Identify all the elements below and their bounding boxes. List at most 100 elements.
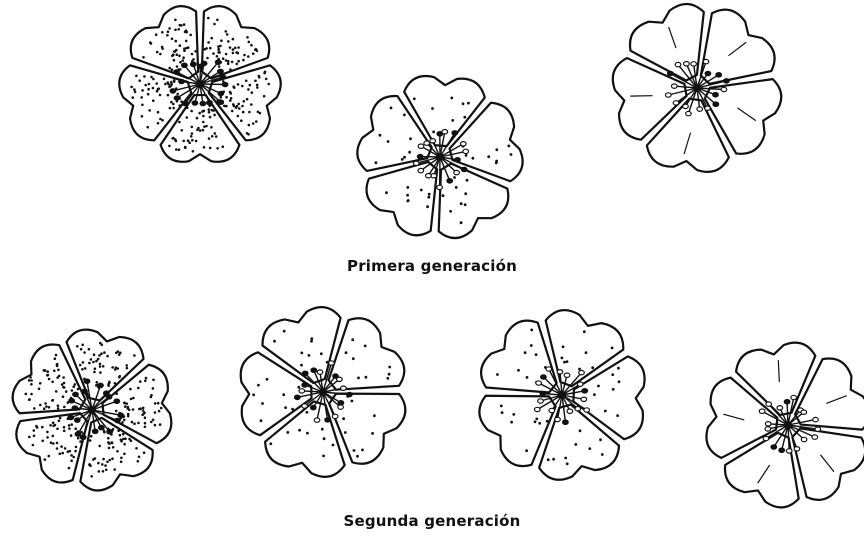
caption-second-generation: Segunda generación	[0, 512, 864, 530]
stipple-dot	[487, 155, 490, 158]
stipple-dot	[46, 431, 49, 434]
stipple-dot	[187, 139, 190, 142]
stipple-dot	[117, 429, 120, 432]
anther	[442, 130, 448, 134]
stipple-dot	[152, 99, 155, 102]
stipple-dot	[190, 110, 193, 113]
stipple-dot	[460, 221, 463, 224]
stipple-dot	[123, 419, 126, 422]
stipple-dot	[379, 134, 382, 137]
stipple-dot	[214, 132, 217, 135]
stipple-dot	[159, 423, 162, 426]
stipple-dot	[249, 84, 252, 87]
stipple-dot	[408, 151, 411, 154]
anther	[668, 71, 674, 75]
stipple-dot	[218, 65, 221, 68]
stipple-dot	[172, 103, 175, 106]
stipple-dot	[310, 337, 313, 340]
stipple-dot	[33, 429, 36, 432]
stipple-dot	[364, 345, 367, 348]
stipple-dot	[611, 373, 614, 376]
stipple-dot	[530, 344, 533, 347]
stipple-dot	[159, 53, 162, 56]
anther	[192, 101, 198, 105]
stipple-dot	[386, 377, 389, 380]
stipple-dot	[119, 352, 122, 355]
stipple-dot	[64, 447, 67, 450]
anther	[777, 406, 783, 410]
stipple-dot	[209, 116, 212, 119]
stipple-dot	[552, 458, 555, 461]
anther	[99, 425, 105, 429]
anther	[452, 131, 458, 135]
stipple-dot	[428, 193, 431, 196]
stipple-dot	[97, 358, 100, 361]
stipple-dot	[202, 115, 205, 118]
stipple-dot	[127, 413, 130, 416]
stipple-dot	[344, 431, 347, 434]
stipple-dot	[203, 146, 206, 149]
stipple-dot	[135, 447, 138, 450]
stipple-dot	[208, 137, 211, 140]
anther	[666, 93, 672, 97]
stipple-dot	[123, 443, 126, 446]
stipple-dot	[130, 86, 133, 89]
stipple-dot	[107, 385, 110, 388]
stipple-dot	[406, 194, 409, 197]
stipple-dot	[323, 437, 326, 440]
stipple-dot	[583, 330, 586, 333]
stipple-dot	[227, 40, 230, 43]
flower-light-dotted	[479, 310, 644, 480]
stipple-dot	[111, 442, 114, 445]
stipple-dot	[510, 153, 513, 156]
stipple-dot	[148, 109, 151, 112]
stipple-dot	[147, 88, 150, 91]
stipple-dot	[71, 389, 74, 392]
stipple-dot	[157, 122, 160, 125]
stipple-dot	[251, 91, 254, 94]
stipple-dot	[282, 393, 285, 396]
anther	[801, 437, 807, 441]
stipple-dot	[207, 41, 210, 44]
stipple-dot	[55, 390, 58, 393]
anther	[118, 413, 124, 417]
stipple-dot	[168, 67, 171, 70]
stipple-dot	[495, 148, 498, 151]
stipple-dot	[427, 196, 430, 199]
stipple-dot	[101, 463, 104, 466]
anther	[106, 395, 112, 399]
stipple-dot	[297, 386, 300, 389]
stipple-dot	[141, 115, 144, 118]
stipple-dot	[176, 65, 179, 68]
stipple-dot	[300, 364, 303, 367]
stipple-dot	[179, 44, 182, 47]
stipple-dot	[232, 48, 235, 51]
stipple-dot	[30, 379, 33, 382]
stipple-dot	[269, 442, 272, 445]
stipple-dot	[176, 53, 179, 56]
stipple-dot	[451, 119, 454, 122]
stipple-dot	[155, 33, 158, 36]
stipple-dot	[132, 408, 135, 411]
stipple-dot	[169, 107, 172, 110]
stipple-dot	[76, 345, 79, 348]
stipple-dot	[353, 449, 356, 452]
stipple-dot	[375, 161, 378, 164]
stipple-dot	[123, 402, 126, 405]
stipple-dot	[152, 87, 155, 90]
stipple-dot	[108, 447, 111, 450]
stipple-dot	[139, 380, 142, 383]
stipple-dot	[351, 400, 354, 403]
anther	[567, 409, 573, 413]
stipple-dot	[154, 424, 157, 427]
anther	[691, 62, 697, 66]
anther	[341, 386, 347, 390]
stipple-dot	[216, 147, 219, 150]
stipple-dot	[517, 369, 520, 372]
stipple-dot	[530, 329, 533, 332]
stipple-dot	[59, 417, 62, 420]
stipple-dot	[144, 416, 147, 419]
stipple-dot	[132, 96, 135, 99]
stipple-dot	[263, 95, 266, 98]
stipple-dot	[63, 430, 66, 433]
